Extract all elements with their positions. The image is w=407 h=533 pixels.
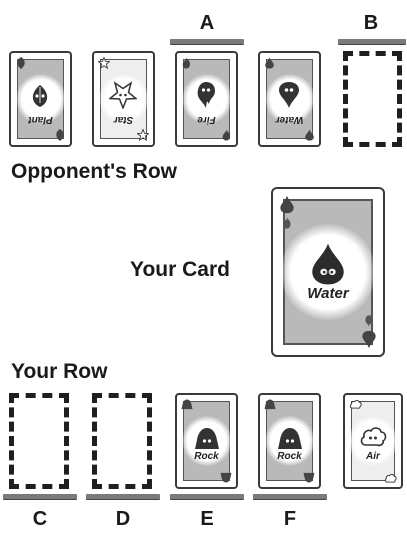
opponent-card-fire[interactable]: Fire [175,51,238,147]
your-card-air-label: Air [345,451,401,462]
slot-f-bar [253,494,327,500]
rock-corner-icon [181,399,193,410]
opponent-card-fire-label: Fire [177,114,236,125]
slot-e-bar [170,494,244,500]
empty-slot-c[interactable] [9,393,69,489]
your-card-rock-e[interactable]: Rock [175,393,238,489]
slot-label-b: B [351,12,391,35]
slot-a-bar [170,39,244,45]
your-card-air[interactable]: Air [343,393,403,489]
opponent-card-star-label: Star [94,114,153,125]
slot-d-bar [86,494,160,500]
water-drop-icon [278,81,302,109]
slot-label-f: F [270,508,310,531]
your-row-title: Your Row [11,360,107,384]
slot-label-e: E [187,508,227,531]
rock-icon [194,427,220,451]
empty-slot-d[interactable] [92,393,152,489]
air-corner-icon [384,473,397,483]
plant-icon [28,83,54,109]
fire-corner-icon [281,217,293,229]
opponent-card-water-label: Water [260,114,319,125]
your-card-rock-f[interactable]: Rock [258,393,321,489]
your-card-water[interactable]: Water [271,187,385,357]
star-corner-icon [137,129,149,141]
slot-b-bar [338,39,406,45]
your-card-rock-e-label: Rock [177,451,236,462]
opponent-row-title: Opponent's Row [11,160,177,184]
fire-corner-icon [181,57,192,69]
your-card-label: Water [273,285,383,302]
water-corner-icon [279,195,295,214]
water-corner-icon [304,129,315,141]
fire-icon [194,81,220,109]
rock-corner-icon [303,472,315,483]
opponent-card-water[interactable]: Water [258,51,321,147]
slot-label-c: C [20,508,60,531]
water-corner-icon [264,57,275,69]
fire-corner-icon [363,315,375,327]
rock-corner-icon [220,472,232,483]
plant-corner-icon [54,129,66,141]
air-cloud-icon [359,425,387,447]
empty-slot-b[interactable] [343,51,402,147]
star-icon [110,81,138,109]
plant-corner-icon [15,57,27,69]
air-corner-icon [349,399,362,409]
water-drop-icon [309,242,347,286]
slot-c-bar [3,494,77,500]
water-corner-icon [361,330,377,349]
slot-label-d: D [103,508,143,531]
your-card-rock-f-label: Rock [260,451,319,462]
opponent-card-plant-label: Plant [11,114,70,125]
rock-icon [277,427,303,451]
opponent-card-plant[interactable]: Plant [9,51,72,147]
slot-label-a: A [187,12,227,35]
your-card-title: Your Card [130,258,230,282]
fire-corner-icon [221,129,232,141]
opponent-card-star[interactable]: Star [92,51,155,147]
rock-corner-icon [264,399,276,410]
star-corner-icon [98,57,110,69]
